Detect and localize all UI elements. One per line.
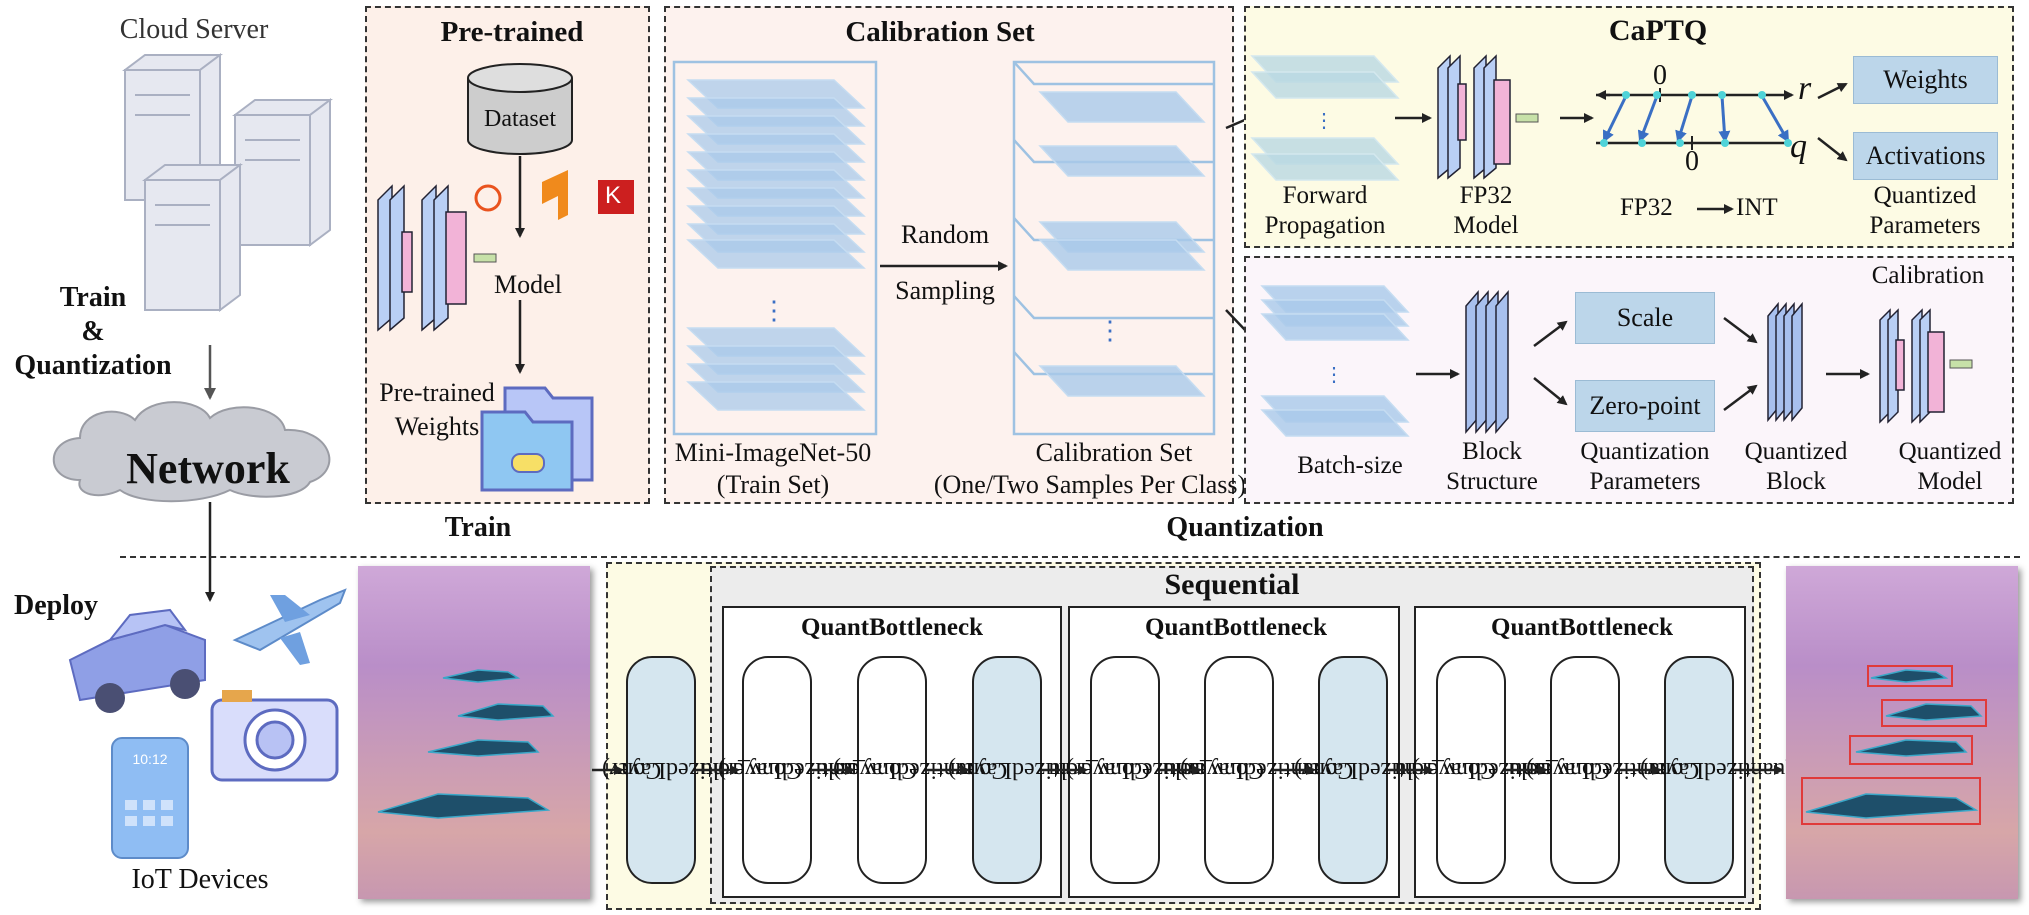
block-structure-icon <box>1465 289 1509 435</box>
ampersand-label: & <box>81 316 105 347</box>
keras-label: K <box>605 182 622 209</box>
fp32-int-from: FP32 <box>1620 194 1673 221</box>
activations-box: Activations <box>1853 132 1998 180</box>
iot-devices-label: IoT Devices <box>131 864 269 895</box>
pretrained-weights-label-1: Pre-trained <box>379 378 495 407</box>
keras-icon <box>598 180 634 214</box>
fp32-label-2: Model <box>1453 212 1519 239</box>
phone-time: 10:12 <box>132 751 168 767</box>
qparams2-label-1: Quantization <box>1580 438 1710 465</box>
train-set-label-1: Mini-ImageNet-50 <box>674 438 872 467</box>
bn1-layer-3: Conv(QuantizedLayer) <box>948 656 1118 884</box>
conv-first-layer: Conv(QuantizedLayer) <box>602 656 772 884</box>
camera-icon <box>210 690 339 782</box>
sampling-label: Sampling <box>895 276 995 305</box>
pretrained-weights-label-2: Weights <box>394 412 480 441</box>
qparams-label-2: Parameters <box>1869 212 1981 239</box>
calibration-set-title: Calibration Set <box>845 16 1035 48</box>
weights-folder-icon <box>480 386 594 492</box>
section-quantization-label: Quantization <box>1166 512 1324 543</box>
quant-bottleneck-1-title: QuantBottleneck <box>801 614 983 641</box>
qparams-label-1: Quantized <box>1873 182 1977 209</box>
bn1-layer-1: Conv_relu(QuantizedLayer) <box>700 656 888 884</box>
model-layers-icon <box>377 184 497 332</box>
train-set-dots: ⋮ <box>761 296 787 325</box>
output-jets <box>1801 665 1987 825</box>
quant-bottleneck-3-title: QuantBottleneck <box>1491 614 1673 641</box>
qblock-label-1: Quantized <box>1744 438 1848 465</box>
dataset-cylinder-icon <box>467 63 573 155</box>
block-structure-label-1: Block <box>1462 438 1522 465</box>
car-icon <box>68 608 206 713</box>
dataset-label: Dataset <box>484 106 556 132</box>
q-label: q <box>1790 128 1807 165</box>
quant-bottleneck-2-title: QuantBottleneck <box>1145 614 1327 641</box>
qparams2-label-2: Parameters <box>1589 468 1701 495</box>
zero-point-box: Zero-point <box>1575 380 1715 432</box>
weights-box: Weights <box>1853 56 1998 104</box>
cloud-server-label: Cloud Server <box>119 14 269 45</box>
plane-icon <box>232 588 347 665</box>
pretrained-title: Pre-trained <box>440 16 584 48</box>
bn3-layer-2: Conv_relu(QuantizedLayer) <box>1508 656 1696 884</box>
section-divider <box>120 556 2020 558</box>
detection-boxes <box>1801 665 1987 825</box>
scale-box: Scale <box>1575 292 1715 344</box>
batch-dots: ⋮ <box>1324 364 1344 386</box>
bn2-layer-2: Conv_relu(QuantizedLayer) <box>1162 656 1350 884</box>
captq-title: CaPTQ <box>1608 14 1708 47</box>
sequential-title: Sequential <box>1164 568 1300 601</box>
qmodel-label-2: Model <box>1917 468 1983 495</box>
calibration-label: Calibration <box>1871 262 1985 289</box>
captq-panel <box>1244 6 2014 248</box>
output-image <box>1786 566 2018 899</box>
fp32-label-1: FP32 <box>1459 182 1513 209</box>
bn3-layer-3: Conv(QuantizedLayer) <box>1640 656 1810 884</box>
r-label: r <box>1798 70 1812 107</box>
deploy-label: Deploy <box>14 590 98 621</box>
qmodel-label-1: Quantized <box>1898 438 2002 465</box>
forward-label-1: Forward <box>1282 182 1368 209</box>
train-set-label-2: (Train Set) <box>716 470 830 499</box>
qblock-label-2: Block <box>1766 468 1826 495</box>
section-train-label: Train <box>444 512 512 543</box>
quantized-model-icon <box>1879 308 1973 424</box>
train-label: Train <box>59 282 127 313</box>
bn2-layer-1: Conv_relu(QuantizedLayer) <box>1048 656 1236 884</box>
input-jets <box>377 669 555 819</box>
forward-label-2: Propagation <box>1264 212 1386 239</box>
batch-size-label: Batch-size <box>1297 452 1403 479</box>
bn3-layer-1: Conv_relu(QuantizedLayer) <box>1394 656 1582 884</box>
calib-set-dots: ⋮ <box>1097 316 1123 345</box>
calib-set-label-2: (One/Two Samples Per Class) <box>933 470 1247 499</box>
bn1-layer-2: Conv_relu(QuantizedLayer) <box>815 656 1003 884</box>
quantized-block-icon <box>1767 301 1803 423</box>
block-structure-label-2: Structure <box>1446 468 1538 495</box>
tensorflow-icon <box>542 170 568 220</box>
phone-icon <box>111 737 189 859</box>
zero-bottom: 0 <box>1685 146 1699 177</box>
quantization-label: Quantization <box>14 350 172 381</box>
fp32-model-icon <box>1437 54 1539 180</box>
input-image <box>358 566 590 899</box>
random-label: Random <box>900 220 990 249</box>
bn2-layer-3: Conv(QuantizedLayer) <box>1294 656 1464 884</box>
zero-top: 0 <box>1653 60 1667 91</box>
calib-set-label-1: Calibration Set <box>1035 438 1193 467</box>
forward-dots: ⋮ <box>1314 110 1334 132</box>
model-label: Model <box>494 270 562 299</box>
network-label: Network <box>126 444 290 493</box>
fp32-int-to: INT <box>1736 194 1778 221</box>
